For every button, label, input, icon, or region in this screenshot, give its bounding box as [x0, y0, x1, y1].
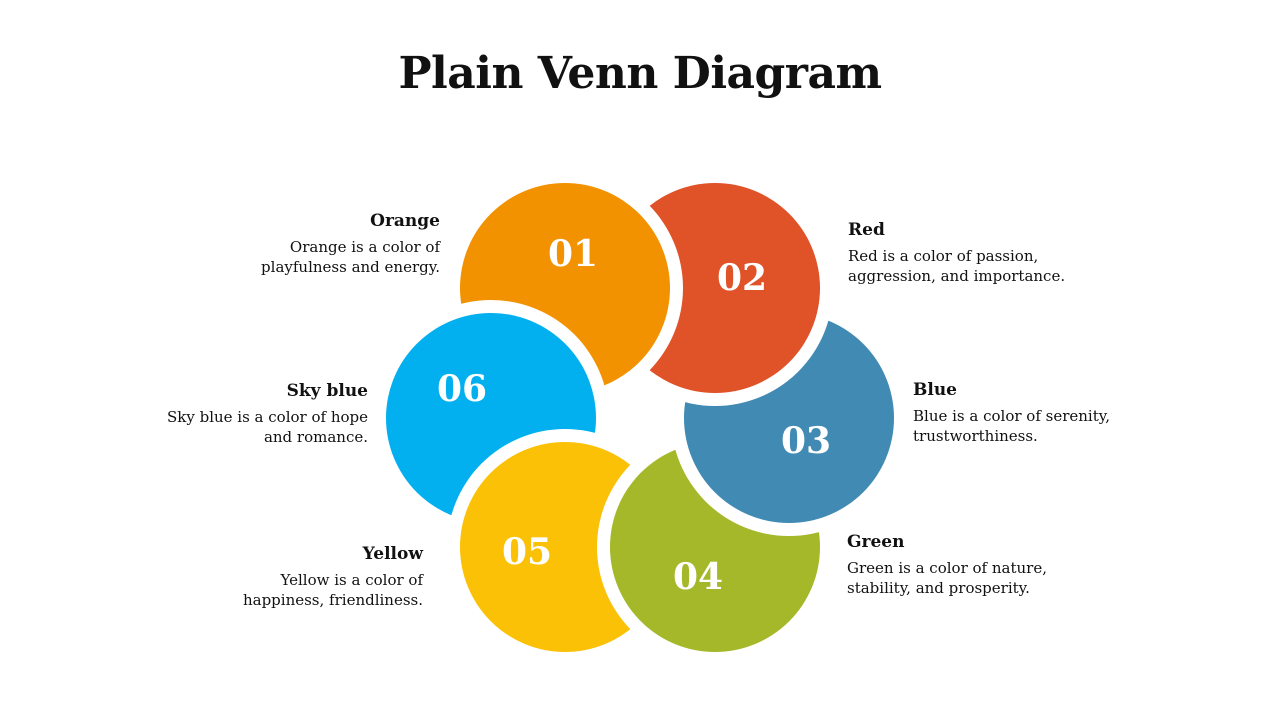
- petal-green-number: 04: [673, 556, 723, 598]
- label-blue-title: Blue: [913, 380, 958, 400]
- label-yellow: Yellow Yellow is a color of happiness, f…: [163, 542, 423, 610]
- label-orange-description: Orange is a color of playfulness and ene…: [180, 237, 440, 277]
- label-orange: Orange Orange is a color of playfulness …: [180, 209, 440, 277]
- label-red: Red Red is a color of passion, aggressio…: [848, 218, 1108, 286]
- label-red-title: Red: [848, 220, 885, 240]
- petal-orange-number: 01: [548, 233, 598, 275]
- label-skyblue-title: Sky blue: [286, 381, 368, 401]
- label-orange-title: Orange: [370, 211, 440, 231]
- label-skyblue-description: Sky blue is a color of hope and romance.: [108, 407, 368, 447]
- label-skyblue-line-1: Sky blue is a color of hope: [166, 408, 368, 426]
- petal-skyblue-shape: [386, 313, 596, 523]
- label-orange-line-1: Orange is a color of: [289, 238, 440, 256]
- petal-green: 04: [610, 442, 820, 652]
- label-red-description: Red is a color of passion, aggression, a…: [848, 246, 1108, 286]
- label-orange-line-2: playfulness and energy.: [261, 258, 440, 276]
- label-yellow-description: Yellow is a color of happiness, friendli…: [163, 570, 423, 610]
- label-green-line-1: Green is a color of nature,: [847, 559, 1047, 577]
- label-blue: Blue Blue is a color of serenity, trustw…: [913, 378, 1173, 446]
- petal-green-shape: [610, 442, 820, 652]
- label-yellow-title: Yellow: [362, 544, 423, 564]
- slide-title: Plain Venn Diagram: [398, 48, 882, 99]
- label-blue-line-2: trustworthiness.: [913, 427, 1038, 445]
- petal-blue-number: 03: [781, 420, 831, 462]
- label-blue-description: Blue is a color of serenity, trustworthi…: [913, 406, 1173, 446]
- petal-yellow-number: 05: [502, 531, 552, 573]
- petal-skyblue-number: 06: [437, 368, 487, 410]
- label-green-title: Green: [847, 532, 905, 552]
- label-red-line-1: Red is a color of passion,: [848, 247, 1039, 265]
- label-green-line-2: stability, and prosperity.: [847, 579, 1030, 597]
- petal-red-number: 02: [717, 257, 767, 299]
- label-blue-line-1: Blue is a color of serenity,: [913, 407, 1111, 425]
- label-yellow-line-2: happiness, friendliness.: [242, 591, 423, 609]
- label-skyblue-line-2: and romance.: [263, 428, 368, 446]
- label-yellow-line-1: Yellow is a color of: [280, 571, 423, 589]
- label-green-description: Green is a color of nature, stability, a…: [847, 558, 1107, 598]
- label-red-line-2: aggression, and importance.: [848, 267, 1066, 285]
- label-skyblue: Sky blue Sky blue is a color of hope and…: [108, 379, 368, 447]
- label-green: Green Green is a color of nature, stabil…: [847, 530, 1107, 598]
- petal-skyblue: 06: [386, 313, 596, 523]
